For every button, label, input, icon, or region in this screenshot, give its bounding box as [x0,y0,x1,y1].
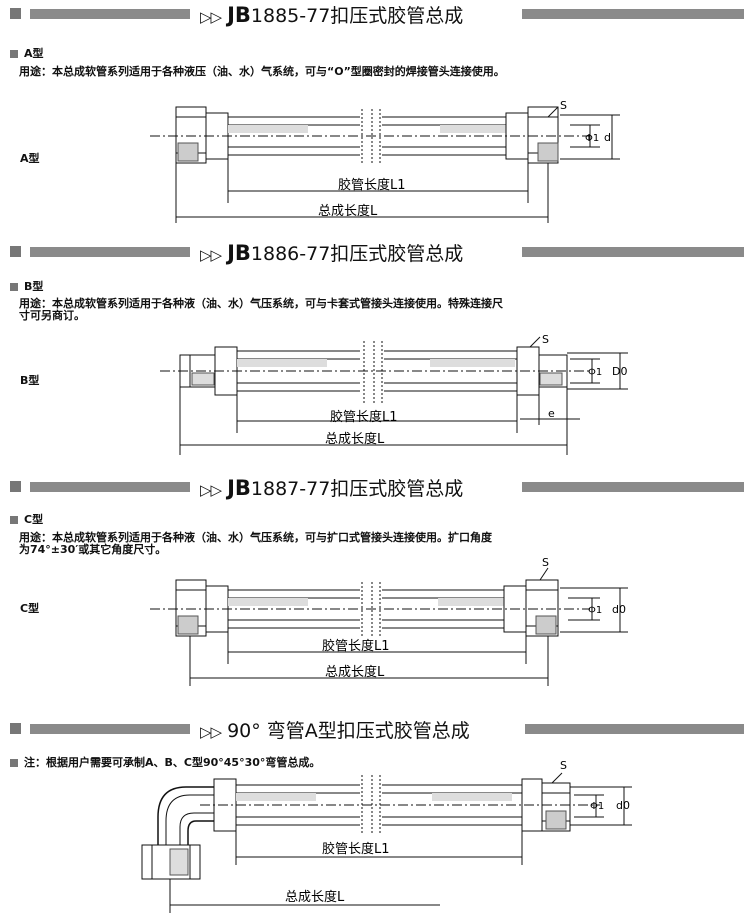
header-bar-right [522,9,744,19]
label-hose-length: 胶管长度L1 [322,841,390,857]
hose-drawing-1: S Φ1 d 胶管长度L1 总成长度L [150,99,620,223]
header-bar-right [525,724,744,734]
label-s: S [560,99,567,112]
side-label-1: A型 [20,152,40,165]
label-hose-length: 胶管长度L1 [330,409,398,425]
usage-text-2: 用途：本总成软管系列适用于各种液（油、水）气压系统，可与卡套式管接头连接使用。特… [19,297,503,322]
title-code: JB [227,241,251,265]
header-square-marker [10,246,21,257]
header-bar-left [30,482,190,492]
title-text: 1886-77扣压式胶管总成 [250,243,464,265]
side-label-2: B型 [20,374,40,387]
title-text: 1887-77扣压式胶管总成 [250,478,464,500]
header-bar-left [30,247,190,257]
section-header-4: ▷▷90° 弯管A型扣压式胶管总成 [0,718,751,742]
label-total-length: 总成长度L [325,431,385,447]
label-d1: Φ1 [590,801,604,812]
section-title-1: ▷▷JB1885-77扣压式胶管总成 [200,3,464,27]
label-e: e [548,407,555,420]
section-title-4: ▷▷90° 弯管A型扣压式胶管总成 [200,720,470,742]
type-heading-1: A型 [10,45,44,61]
label-s: S [542,333,549,346]
section-header-2: ▷▷JB1886-77扣压式胶管总成 [0,241,751,265]
label-d1: Φ1 [588,367,602,378]
usage-text-3: 用途：本总成软管系列适用于各种液（油、水）气压系统，可与扩口式管接头连接使用。扩… [19,531,492,556]
label-s: S [560,759,567,772]
hose-drawing-2: S Φ1 D0 e 胶管长度L1 总成长度L [160,333,628,455]
header-square-marker [10,8,21,19]
side-label-3: C型 [20,602,40,615]
header-bar-left [30,724,190,734]
usage-text-1: 用途：本总成软管系列适用于各种液压（油、水）气系统，可与“O”型圈密封的焊接管头… [19,65,505,78]
label-total-length: 总成长度L [318,203,378,219]
section-title-3: ▷▷JB1887-77扣压式胶管总成 [200,476,464,500]
header-bar-right [522,482,744,492]
label-total-length: 总成长度L [285,889,345,905]
label-s: S [542,556,549,569]
label-hose-length: 胶管长度L1 [338,177,406,193]
title-code: JB [227,476,251,500]
section-header-1: ▷▷JB1885-77扣压式胶管总成 [0,3,751,27]
label-d1: Φ1 [585,133,599,144]
note-4: 注：根据用户需要可承制A、B、C型90°45°30°弯管总成。 [10,754,320,770]
header-bar-right [522,247,744,257]
label-hose-length: 胶管长度L1 [322,638,390,654]
title-text: 90° 弯管A型扣压式胶管总成 [227,720,470,742]
label-total-length: 总成长度L [325,664,385,680]
header-square-marker [10,723,21,734]
label-d: D0 [612,365,627,378]
title-text: 1885-77扣压式胶管总成 [250,5,464,27]
label-d: d0 [612,603,626,616]
section-title-2: ▷▷JB1886-77扣压式胶管总成 [200,241,464,265]
hose-drawing-3: S Φ1 d0 胶管长度L1 总成长度L [150,556,628,686]
type-heading-3: C型 [10,511,43,527]
label-d: d [604,131,611,144]
header-square-marker [10,481,21,492]
title-code: JB [227,3,251,27]
header-bar-left [30,9,190,19]
type-heading-2: B型 [10,278,43,294]
label-d: d0 [616,799,630,812]
label-d1: Φ1 [588,605,602,616]
section-header-3: ▷▷JB1887-77扣压式胶管总成 [0,476,751,500]
hose-drawing-4: S Φ1 d0 胶管长度L1 总成长度L [141,759,632,913]
